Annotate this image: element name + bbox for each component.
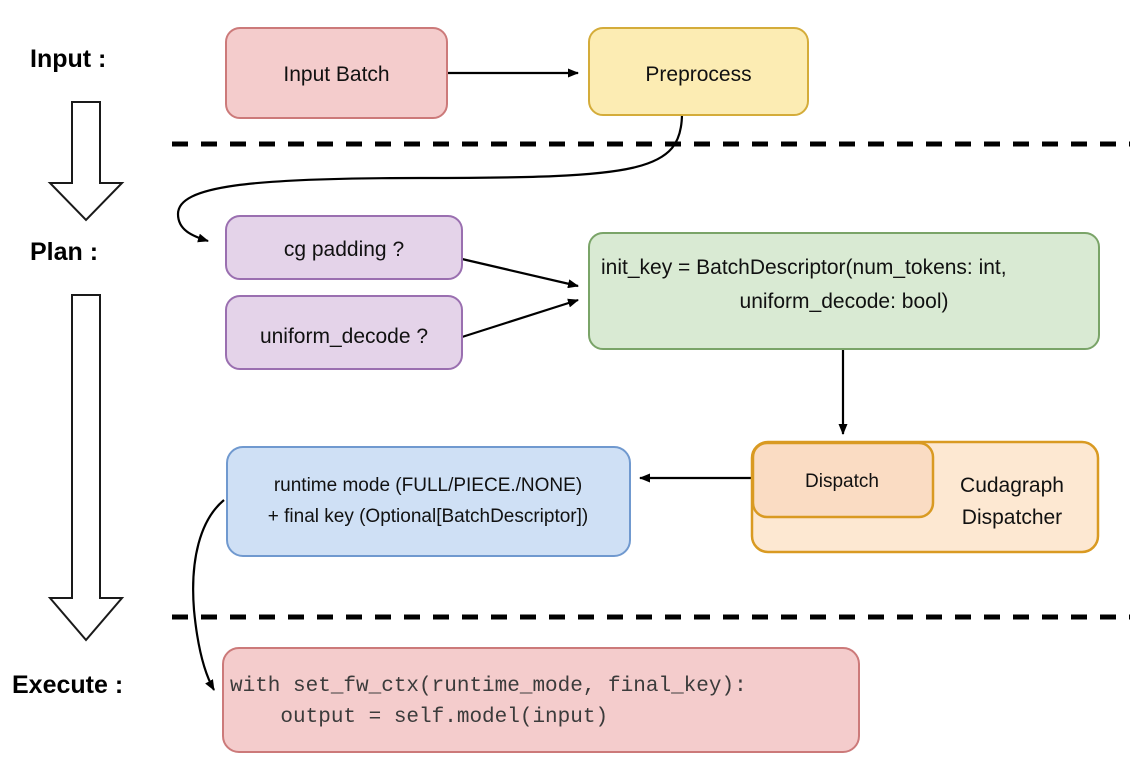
node-code-block-box [222, 647, 860, 753]
node-uniform-decode-box [225, 295, 463, 370]
node-cg-padding-box [225, 215, 463, 280]
stage-label-execute: Execute : [12, 671, 123, 699]
node-runtime-mode-line2: + final key (Optional[BatchDescriptor]) [268, 506, 589, 527]
input-to-plan-arrow [47, 101, 125, 222]
node-uniform-decode[interactable]: uniform_decode ? [225, 295, 463, 370]
node-dispatch-box [751, 441, 935, 519]
node-code-block-line2: output = self.model(input) [230, 706, 608, 729]
node-input-batch-box [225, 27, 448, 119]
node-dispatch[interactable]: Dispatch [751, 441, 935, 519]
node-dispatch-label: Dispatch [805, 471, 879, 492]
node-preprocess-label: Preprocess [645, 63, 751, 86]
node-init-key-line2: uniform_decode: bool) [740, 290, 949, 313]
node-runtime-mode-line1: runtime mode (FULL/PIECE./NONE) [274, 475, 582, 496]
node-init-key-line1: init_key = BatchDescriptor(num_tokens: i… [601, 256, 1007, 279]
node-preprocess-box [588, 27, 809, 116]
node-uniform-decode-label: uniform_decode ? [260, 325, 428, 348]
edge-uniform-decode-to-init-key [461, 298, 579, 339]
stage-label-input: Input : [30, 45, 106, 73]
edge-preprocess-to-cg-padding [176, 112, 684, 243]
edge-cg-padding-to-init-key [461, 257, 579, 289]
node-code-block[interactable]: with set_fw_ctx(runtime_mode, final_key)… [222, 647, 860, 753]
node-runtime-mode-box [226, 446, 631, 557]
node-code-block-line1: with set_fw_ctx(runtime_mode, final_key)… [230, 675, 747, 698]
node-cg-padding[interactable]: cg padding ? [225, 215, 463, 280]
stage-label-plan: Plan : [30, 238, 98, 266]
node-cg-padding-label: cg padding ? [284, 238, 404, 261]
node-input-batch-label: Input Batch [283, 63, 389, 86]
node-runtime-mode[interactable]: runtime mode (FULL/PIECE./NONE) + final … [226, 446, 631, 557]
node-init-key[interactable]: init_key = BatchDescriptor(num_tokens: i… [588, 232, 1100, 350]
plan-to-execute-arrow [47, 294, 125, 642]
node-cudagraph-dispatcher-line2: Dispatcher [962, 506, 1062, 529]
node-preprocess[interactable]: Preprocess [588, 27, 809, 116]
node-input-batch[interactable]: Input Batch [225, 27, 448, 119]
node-init-key-box [588, 232, 1100, 350]
node-cudagraph-dispatcher-line1: Cudagraph [960, 474, 1064, 497]
edge-runtime-mode-to-code-block [192, 499, 225, 691]
